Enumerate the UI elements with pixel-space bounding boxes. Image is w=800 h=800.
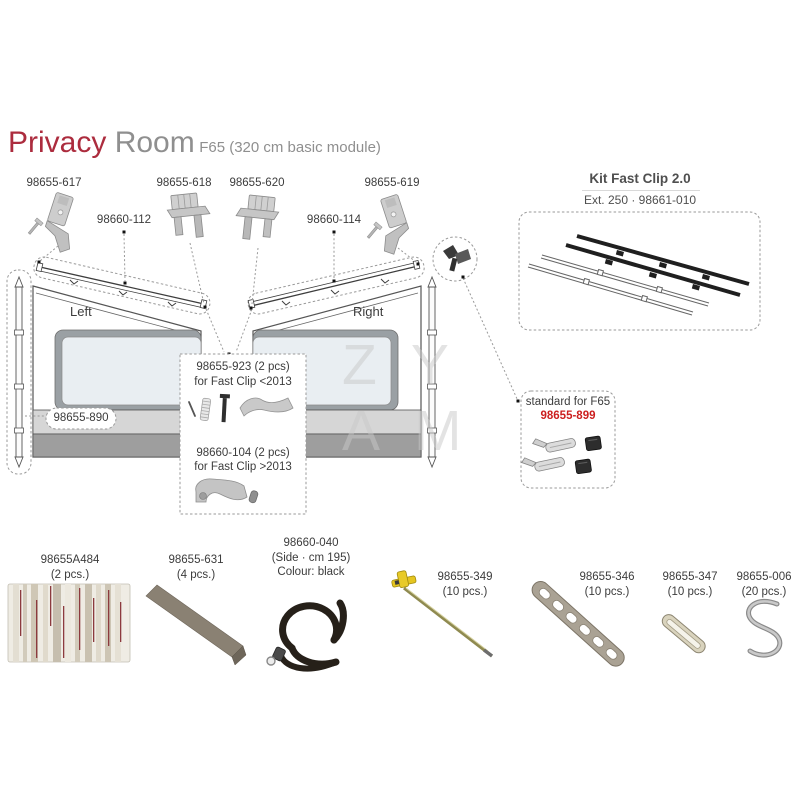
kit-fast-clip-title: Kit Fast Clip 2.0 xyxy=(589,171,691,186)
item-code: 98660-040 xyxy=(283,537,339,549)
silver-clip-1 xyxy=(532,438,576,453)
item-qty: (10 pcs.) xyxy=(584,585,630,598)
item-qty: (10 pcs.) xyxy=(667,585,713,598)
left-rail xyxy=(33,256,211,315)
part-label-98660-114: 98660-114 xyxy=(306,214,362,226)
kit-fast-clip-subtitle: Ext. 250 · 98661-010 xyxy=(583,193,697,207)
item-qty: (20 pcs.) xyxy=(741,585,787,598)
zipper-coil xyxy=(266,599,347,672)
item-qty: (2 pcs.) xyxy=(50,568,90,581)
screw-617-icon xyxy=(27,217,44,235)
silver-clip-2 xyxy=(521,457,565,472)
bracket-619 xyxy=(380,194,410,255)
cylinder-icon xyxy=(248,490,259,504)
left-pole xyxy=(6,269,32,475)
spring-icon xyxy=(199,397,212,421)
bracket-617 xyxy=(44,192,74,253)
item-qty: (10 pcs.) xyxy=(442,585,488,598)
standard-f65-box xyxy=(520,390,616,489)
part-label-98655-890: 98655-890 xyxy=(53,412,109,424)
kit-dark-rail-2 xyxy=(565,243,741,297)
old-bracket-icon xyxy=(239,397,294,417)
callout-item1-code: 98655-923 (2 pcs) xyxy=(196,361,290,373)
kit-title-rule xyxy=(582,190,700,191)
fast-clip-detail xyxy=(432,236,478,282)
item-code: 98655-349 xyxy=(437,571,493,583)
item-note: Colour: black xyxy=(277,566,345,578)
new-hook-icon xyxy=(195,478,248,503)
fabric-swatch xyxy=(7,583,131,663)
kit-fast-clip-box xyxy=(518,211,761,331)
standard-label: standard for F65 xyxy=(525,396,611,408)
bottom-item-98655-631: 98655-631 (4 pcs.) xyxy=(169,553,224,582)
pin-icon xyxy=(188,401,196,417)
callout-item1-desc: for Fast Clip <2013 xyxy=(194,376,292,388)
brand-name: Privacy xyxy=(8,126,107,159)
kit-light-rail-1 xyxy=(540,254,710,307)
item-qty: (Side · cm 195) xyxy=(271,551,351,564)
strap-link xyxy=(661,614,706,654)
callout-item2-desc: for Fast Clip >2013 xyxy=(194,461,292,473)
watermark-line1: ZY xyxy=(342,333,483,397)
watermark: ZY AM xyxy=(342,332,496,464)
product-name: Room xyxy=(114,126,195,159)
watermark-line2: AM xyxy=(342,399,496,463)
part-label-98655-617: 98655-617 xyxy=(26,177,82,189)
ladder-strap xyxy=(531,581,625,667)
part-label-98660-112: 98660-112 xyxy=(96,214,152,226)
leader-lines xyxy=(22,233,519,417)
part-label-98655-619: 98655-619 xyxy=(364,177,420,189)
bar-profile xyxy=(145,584,247,666)
callout-item2-code: 98660-104 (2 pcs) xyxy=(196,447,290,459)
item-code: 98655A484 xyxy=(40,554,100,566)
bottom-item-98660-040: 98660-040 (Side · cm 195) Colour: black xyxy=(272,536,351,580)
callout-box xyxy=(179,353,307,515)
tent-peg xyxy=(391,570,494,658)
bracket-620 xyxy=(235,194,280,240)
black-clip-2 xyxy=(574,458,592,475)
kit-dark-rail-1 xyxy=(576,234,750,286)
left-panel-label: Left xyxy=(70,304,92,319)
page-title: Privacy Room F65 (320 cm basic module) xyxy=(8,126,381,160)
right-panel-label: Right xyxy=(353,304,384,319)
kit-light-rail-2 xyxy=(527,263,694,316)
s-hook xyxy=(746,598,783,658)
left-panel-drawing xyxy=(32,285,202,458)
item-code: 98655-347 xyxy=(662,571,718,583)
black-clip-1 xyxy=(584,435,602,452)
part-label-98655-618: 98655-618 xyxy=(156,177,212,189)
bracket-618 xyxy=(166,192,211,238)
item-code: 98655-006 xyxy=(736,571,792,583)
part-label-98655-620: 98655-620 xyxy=(229,177,285,189)
bottom-item-98655-006: 98655-006 (20 pcs.) xyxy=(737,570,792,599)
skirt-code-pill xyxy=(45,407,117,430)
bolt-icon xyxy=(219,393,230,423)
item-qty: (4 pcs.) xyxy=(176,568,216,581)
screw-619-icon xyxy=(366,221,383,239)
item-code: 98655-346 xyxy=(579,571,635,583)
right-pole xyxy=(427,275,437,469)
bottom-item-98655-346: 98655-346 (10 pcs.) xyxy=(580,570,635,599)
bottom-item-98655-349: 98655-349 (10 pcs.) xyxy=(438,570,493,599)
bottom-item-98655A484: 98655A484 (2 pcs.) xyxy=(41,553,100,582)
zipper-slider xyxy=(266,646,286,666)
item-code: 98655-631 xyxy=(168,554,224,566)
product-variant: F65 (320 cm basic module) xyxy=(199,139,381,156)
bottom-item-98655-347: 98655-347 (10 pcs.) xyxy=(663,570,718,599)
part-label-98655-899: 98655-899 xyxy=(540,410,596,422)
